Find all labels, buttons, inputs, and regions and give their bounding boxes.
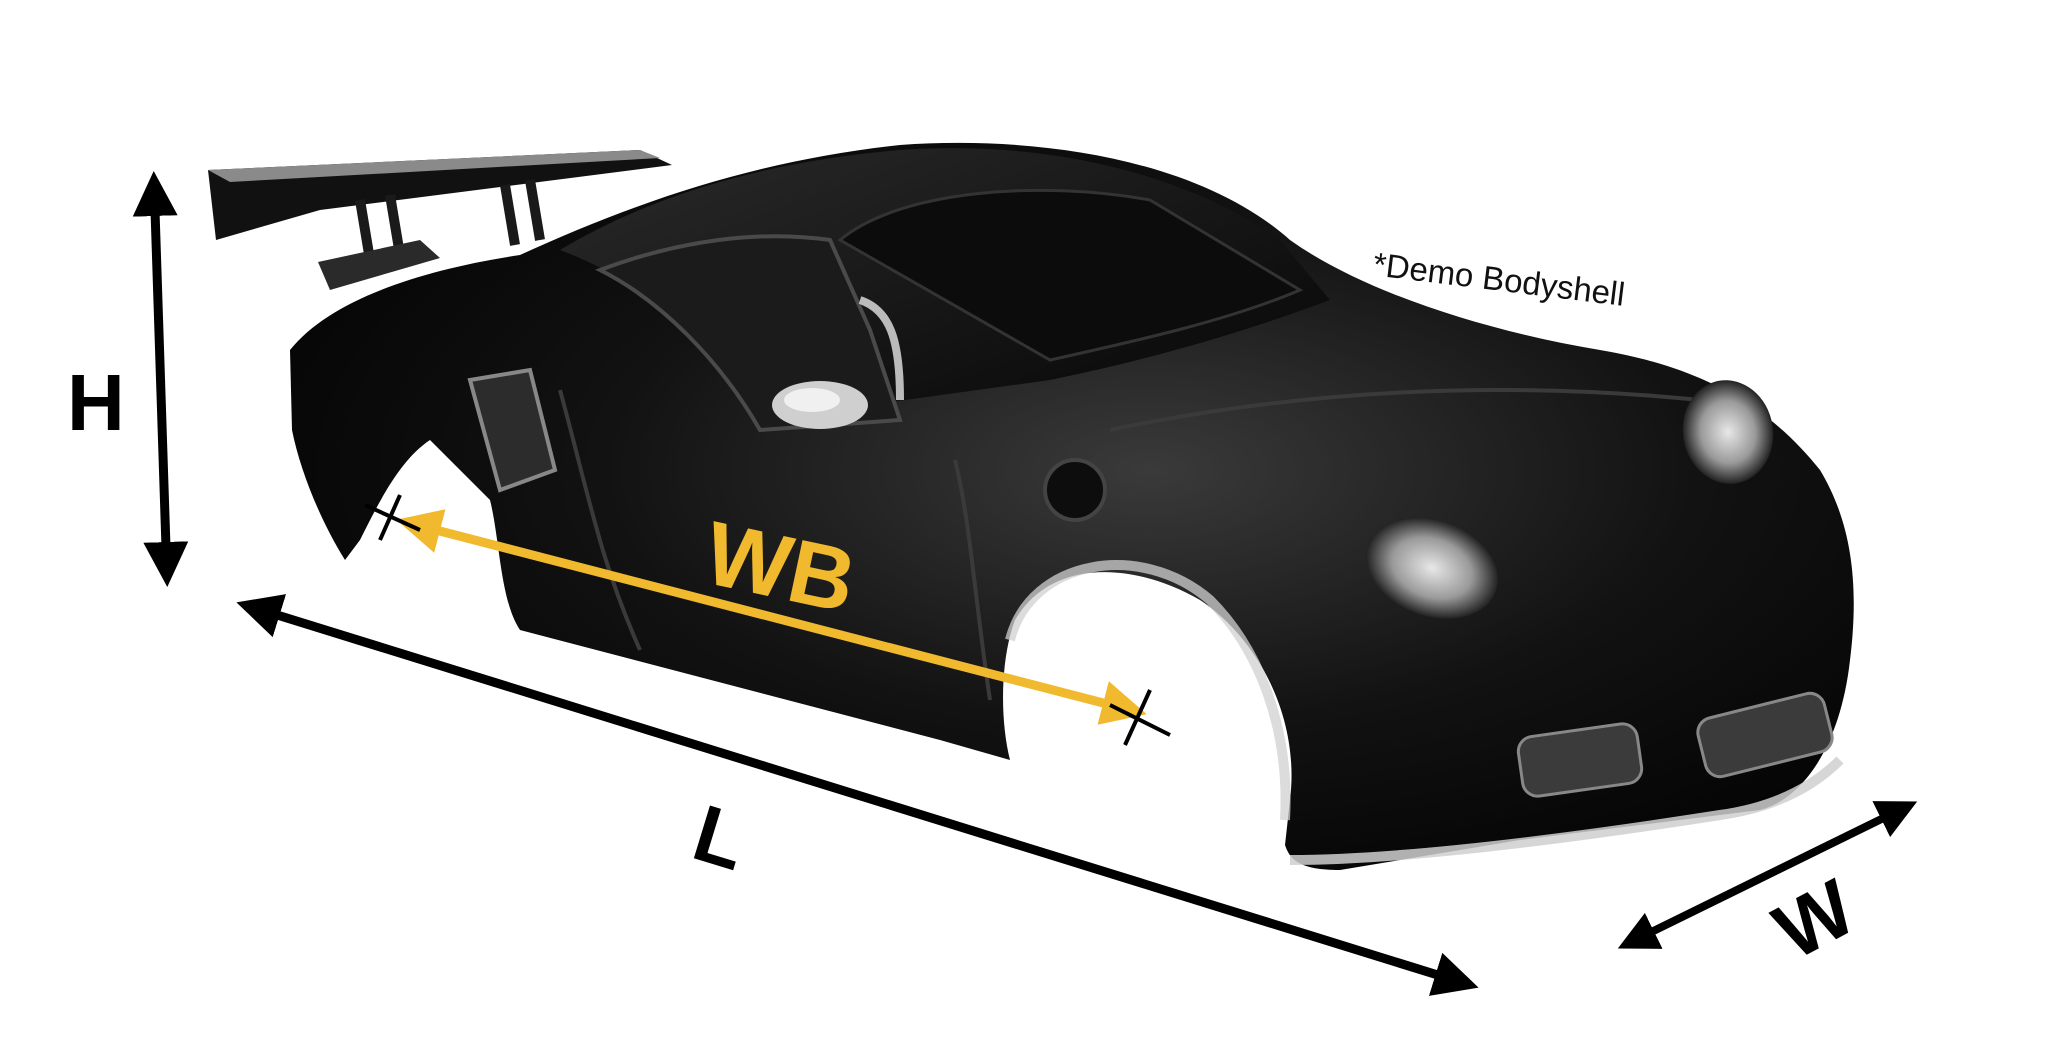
length-label: L — [684, 788, 757, 887]
car-bodyshell — [208, 142, 1854, 870]
wheelbase-arrow — [396, 509, 1147, 725]
width-arrow — [1617, 801, 1918, 949]
height-arrow — [132, 171, 189, 587]
width-dimension: W — [1617, 801, 1918, 976]
rear-axle-marker — [364, 494, 421, 541]
headlight-left — [1366, 517, 1498, 619]
width-label: W — [1760, 862, 1869, 976]
height-dimension: H — [67, 171, 189, 587]
height-label: H — [67, 358, 125, 447]
front-axle-marker — [1109, 689, 1171, 746]
rear-wing — [208, 150, 672, 290]
headlight-right — [1682, 380, 1774, 484]
